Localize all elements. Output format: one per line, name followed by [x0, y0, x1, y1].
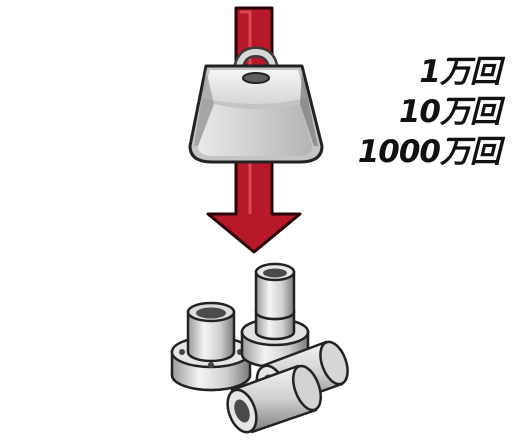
cycle-count-2: 10万回 [398, 94, 501, 130]
cylindrical-metal-parts-icon [170, 262, 349, 434]
cycle-count-3: 1000万回 [357, 134, 501, 170]
weight-icon [188, 46, 324, 164]
horizontal-bushing-lower [226, 364, 322, 434]
cycle-count-1: 1万回 [419, 54, 501, 90]
cycle-count-list: 1万回 10万回 1000万回 [310, 52, 501, 172]
flanged-bushing-left [170, 301, 252, 392]
